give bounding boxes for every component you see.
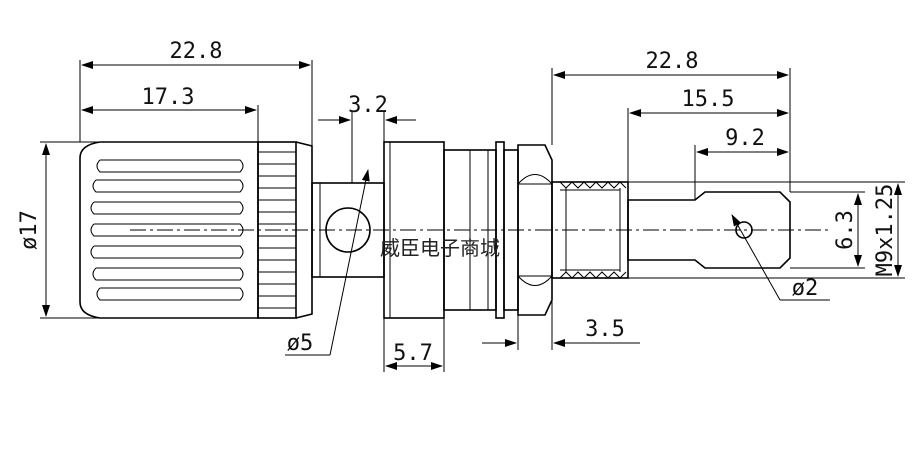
svg-text:17.3: 17.3 [142, 85, 195, 110]
svg-text:3.2: 3.2 [348, 93, 388, 118]
dim-nut-thickness: 3.5 [482, 300, 640, 350]
svg-text:ø2: ø2 [792, 276, 819, 301]
dim-body-length: 5.7 [383, 310, 445, 372]
svg-text:3.5: 3.5 [585, 317, 625, 342]
knob [79, 141, 313, 319]
svg-text:22.8: 22.8 [170, 39, 223, 64]
dim-knob-diameter: ø17 [17, 141, 100, 319]
svg-text:9.2: 9.2 [725, 126, 765, 151]
dim-tab-hole: ø2 [731, 214, 830, 301]
dim-tab-length: 9.2 [694, 126, 789, 200]
svg-text:M9x1.25: M9x1.25 [873, 184, 898, 277]
dim-tab-width: 6.3 [790, 191, 865, 269]
watermark: 威臣电子商城 [380, 236, 500, 260]
dim-hole-diameter: ø5 [285, 169, 370, 356]
svg-text:ø17: ø17 [17, 210, 42, 250]
dim-thread-to-end: 15.5 [627, 87, 789, 182]
dim-total-right: 22.8 [551, 49, 791, 192]
dim-knob-length: 17.3 [81, 85, 259, 142]
svg-text:6.3: 6.3 [833, 210, 858, 250]
svg-text:5.7: 5.7 [393, 341, 433, 366]
svg-text:ø5: ø5 [287, 331, 314, 356]
dim-thread-spec: M9x1.25 [628, 181, 905, 279]
dim-total-left: 22.8 [79, 39, 313, 146]
dim-hole-offset: 3.2 [318, 93, 416, 183]
svg-text:22.8: 22.8 [646, 49, 699, 74]
svg-text:15.5: 15.5 [682, 87, 735, 112]
